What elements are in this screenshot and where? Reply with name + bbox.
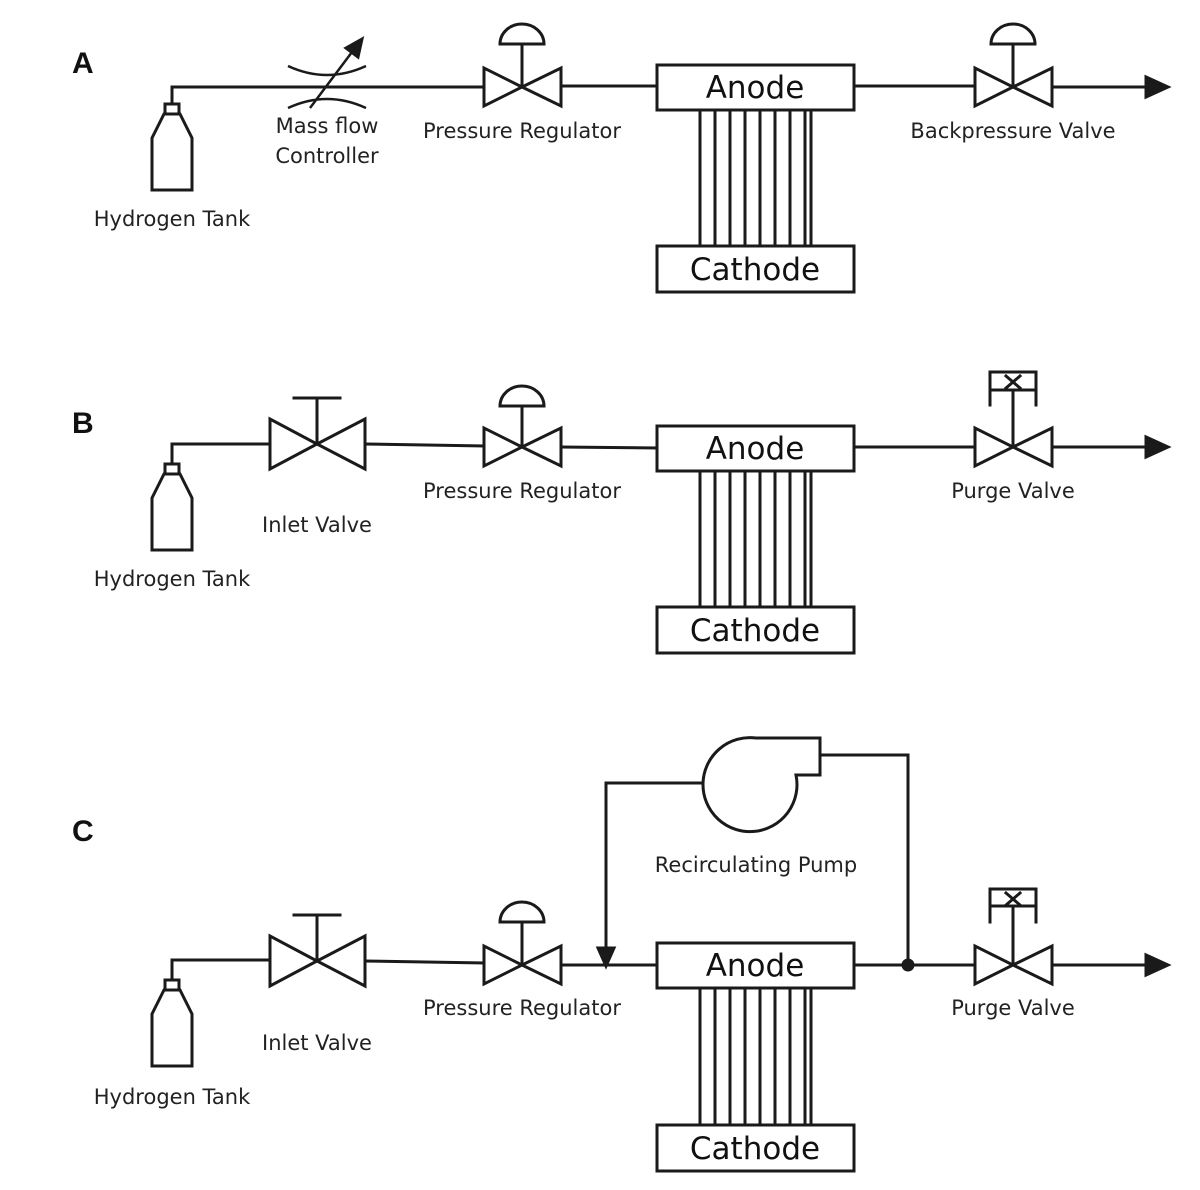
pressure-regulator-icon [482, 900, 563, 987]
junction-dot [901, 958, 915, 972]
anode-label: Anode [706, 948, 805, 984]
fuel-cell-stack: Anode Cathode [655, 941, 856, 1173]
fuel-cell-stack: Anode Cathode [655, 424, 856, 655]
purge-valve-label: Purge Valve [951, 996, 1075, 1020]
purge-valve-icon [973, 887, 1054, 987]
backpressure-valve-icon [973, 22, 1054, 109]
pressure-regulator-label: Pressure Regulator [423, 996, 621, 1020]
panel-c: C Recirculating Pump Hydrogen Tank [72, 736, 1172, 1173]
pressure-regulator-icon [482, 22, 563, 109]
recirculating-pump-label: Recirculating Pump [655, 853, 857, 877]
inlet-to-regulator-line [363, 442, 486, 448]
membrane-plates-icon [698, 469, 813, 609]
purge-valve-icon [973, 370, 1054, 469]
anode-label: Anode [706, 431, 805, 467]
anode-box [655, 941, 856, 990]
hydrogen-tank-label: Hydrogen Tank [94, 207, 251, 231]
inlet-valve-label: Inlet Valve [262, 1031, 372, 1055]
hydrogen-tank-icon [150, 102, 194, 192]
cathode-box [655, 605, 856, 655]
panel-letter-c: C [72, 815, 94, 848]
cathode-label: Cathode [690, 1131, 820, 1167]
panel-letter-a: A [72, 47, 94, 80]
recirculation-arrow-icon [595, 946, 617, 970]
panel-letter-b: B [72, 407, 94, 440]
recirculating-pump-icon [701, 736, 822, 834]
recirculation-feed-line [604, 781, 712, 952]
regulator-to-anode-line [559, 445, 659, 450]
pressure-regulator-label: Pressure Regulator [423, 479, 621, 503]
inlet-valve-icon [268, 396, 367, 472]
inlet-valve-label: Inlet Valve [262, 513, 372, 537]
purge-valve-label: Purge Valve [951, 479, 1075, 503]
mass-flow-controller-icon [287, 36, 367, 110]
inlet-to-regulator-line [363, 959, 486, 965]
cathode-label: Cathode [690, 252, 820, 288]
cathode-box [655, 244, 856, 294]
mass-flow-controller-label-line2: Controller [275, 144, 379, 168]
cathode-box [655, 1123, 856, 1173]
exhaust-arrow-icon [1144, 952, 1172, 978]
backpressure-valve-label: Backpressure Valve [910, 119, 1115, 143]
panel-a: A Hydrogen Tank Mass flow Controller [72, 22, 1172, 294]
anode-box [655, 63, 856, 112]
fuel-cell-stack: Anode Cathode [655, 63, 856, 294]
anode-label: Anode [706, 70, 805, 106]
membrane-plates-icon [698, 108, 813, 248]
membrane-plates-icon [698, 986, 813, 1127]
recirculation-return-line [818, 753, 910, 967]
cathode-label: Cathode [690, 613, 820, 649]
exhaust-arrow-icon [1144, 434, 1172, 460]
anode-box [655, 424, 856, 473]
inlet-valve-icon [268, 913, 367, 989]
exhaust-arrow-icon [1144, 74, 1172, 100]
hydrogen-tank-icon [150, 462, 194, 552]
hydrogen-tank-label: Hydrogen Tank [94, 567, 251, 591]
mass-flow-controller-label-line1: Mass flow [276, 114, 379, 138]
hydrogen-tank-label: Hydrogen Tank [94, 1085, 251, 1109]
pressure-regulator-icon [482, 384, 563, 469]
hydrogen-tank-icon [150, 978, 194, 1068]
panel-b: B Hydrogen Tank Inlet Valve Pressu [72, 370, 1172, 655]
pressure-regulator-label: Pressure Regulator [423, 119, 621, 143]
